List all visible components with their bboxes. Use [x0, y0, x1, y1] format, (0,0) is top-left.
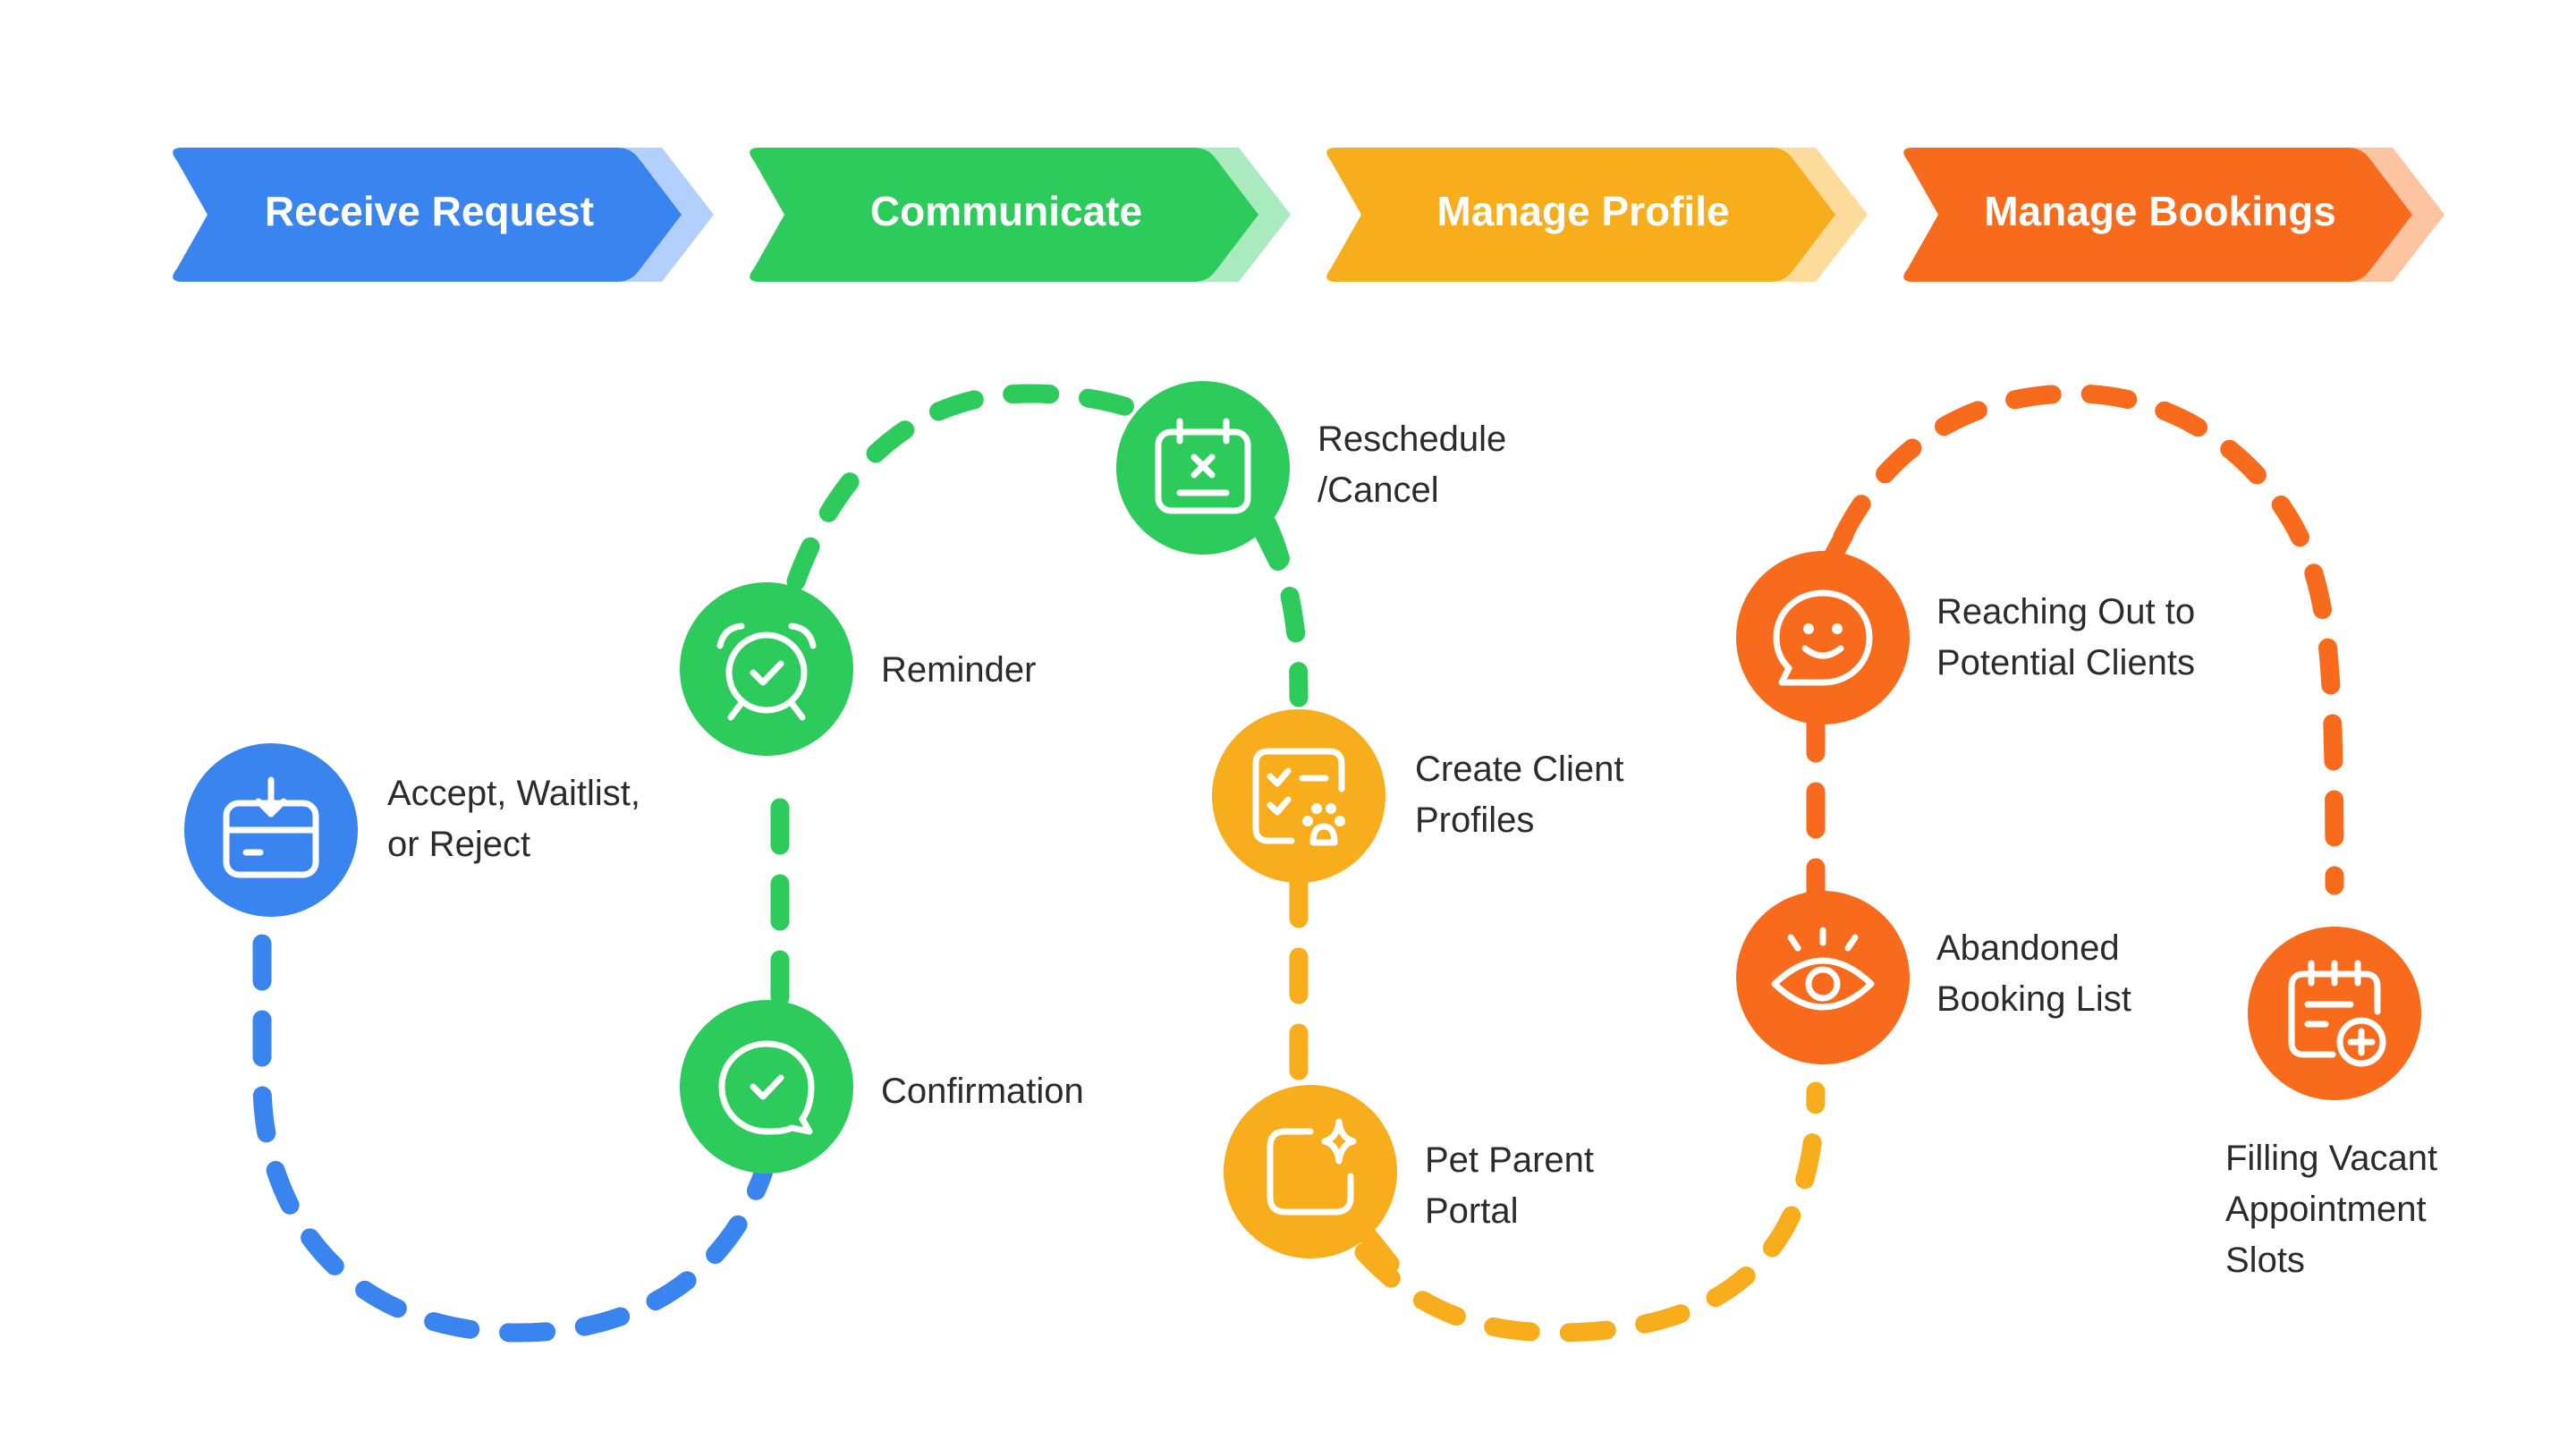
sparkle-square-icon — [1267, 1118, 1357, 1216]
step-reaching-out-label: Reaching Out to Potential Clients — [1936, 592, 2205, 682]
step-filling-circle — [2248, 927, 2421, 1100]
step-filling-label: Filling Vacant Appointment Slots — [2225, 1139, 2447, 1280]
step-nodes: Accept, Waitlist, or Reject Reminder — [184, 381, 2447, 1280]
step-reschedule-cancel: Reschedule /Cancel — [1116, 381, 1516, 582]
step-reaching-out-circle — [1736, 551, 1910, 724]
step-confirmation: Confirmation — [680, 1000, 1084, 1174]
connector-orange-arch — [1833, 384, 2344, 895]
step-filling-vacant-slots: Filling Vacant Appointment Slots — [2225, 927, 2447, 1280]
connector-green-arch — [786, 384, 1309, 708]
stage-manage-profile-arrow — [1326, 148, 1835, 282]
chat-bubble-check-icon — [718, 1040, 815, 1135]
stage-manage-profile-label: Manage Profile — [1436, 188, 1729, 234]
stage-manage-bookings-arrow — [1903, 148, 2412, 282]
step-reminder-label: Reminder — [881, 650, 1036, 690]
smile-chat-icon — [1773, 589, 1873, 686]
step-portal-circle — [1224, 1085, 1397, 1258]
step-portal-label: Pet Parent Portal — [1425, 1140, 1604, 1231]
stage-receive-request-arrow — [173, 148, 682, 282]
step-reminder-circle — [680, 582, 853, 756]
stage-banners: Receive Request Communicate Manage Profi… — [173, 148, 2445, 282]
step-confirmation-label: Confirmation — [881, 1072, 1084, 1111]
step-create-client-profiles: Create Client Profiles — [1212, 709, 1634, 883]
calendar-plus-icon — [2288, 960, 2386, 1067]
step-abandoned-label: Abandoned Booking List — [1936, 928, 2131, 1019]
stage-communicate-arrow — [750, 148, 1258, 282]
stage-manage-bookings: Manage Bookings — [1903, 148, 2445, 282]
step-accept-waitlist-reject: Accept, Waitlist, or Reject — [184, 743, 650, 917]
stage-receive-request-label: Receive Request — [265, 188, 594, 234]
stage-communicate-label: Communicate — [870, 188, 1142, 234]
stage-manage-bookings-label: Manage Bookings — [1984, 188, 2336, 234]
stage-communicate: Communicate — [750, 148, 1291, 282]
step-portal-tail — [1357, 1224, 1405, 1280]
calendar-cancel-icon — [1155, 418, 1251, 514]
step-create-profiles-circle — [1212, 709, 1385, 883]
connector-blue — [252, 934, 779, 1343]
step-pet-parent-portal: Pet Parent Portal — [1224, 1085, 1604, 1280]
eye-icon — [1771, 927, 1875, 1011]
step-accept-label: Accept, Waitlist, or Reject — [387, 774, 650, 864]
step-reschedule-tail — [1251, 518, 1293, 582]
stage-manage-profile: Manage Profile — [1326, 148, 1868, 282]
step-reaching-out: Reaching Out to Potential Clients — [1736, 525, 2205, 724]
step-confirmation-circle — [680, 1000, 853, 1174]
step-reschedule-label: Reschedule /Cancel — [1318, 419, 1516, 510]
step-reminder: Reminder — [680, 582, 1036, 756]
step-reaching-out-tail — [1824, 525, 1854, 564]
connector-yellow-bottom — [1354, 1081, 1826, 1343]
alarm-clock-check-icon — [716, 623, 817, 721]
checklist-paw-icon — [1252, 748, 1345, 846]
step-create-profiles-label: Create Client Profiles — [1415, 750, 1634, 840]
connector-paths — [252, 384, 2344, 1343]
step-abandoned-booking: Abandoned Booking List — [1736, 891, 2131, 1064]
stage-receive-request: Receive Request — [173, 148, 714, 282]
step-abandoned-circle — [1736, 891, 1910, 1064]
calendar-download-icon — [223, 776, 319, 878]
